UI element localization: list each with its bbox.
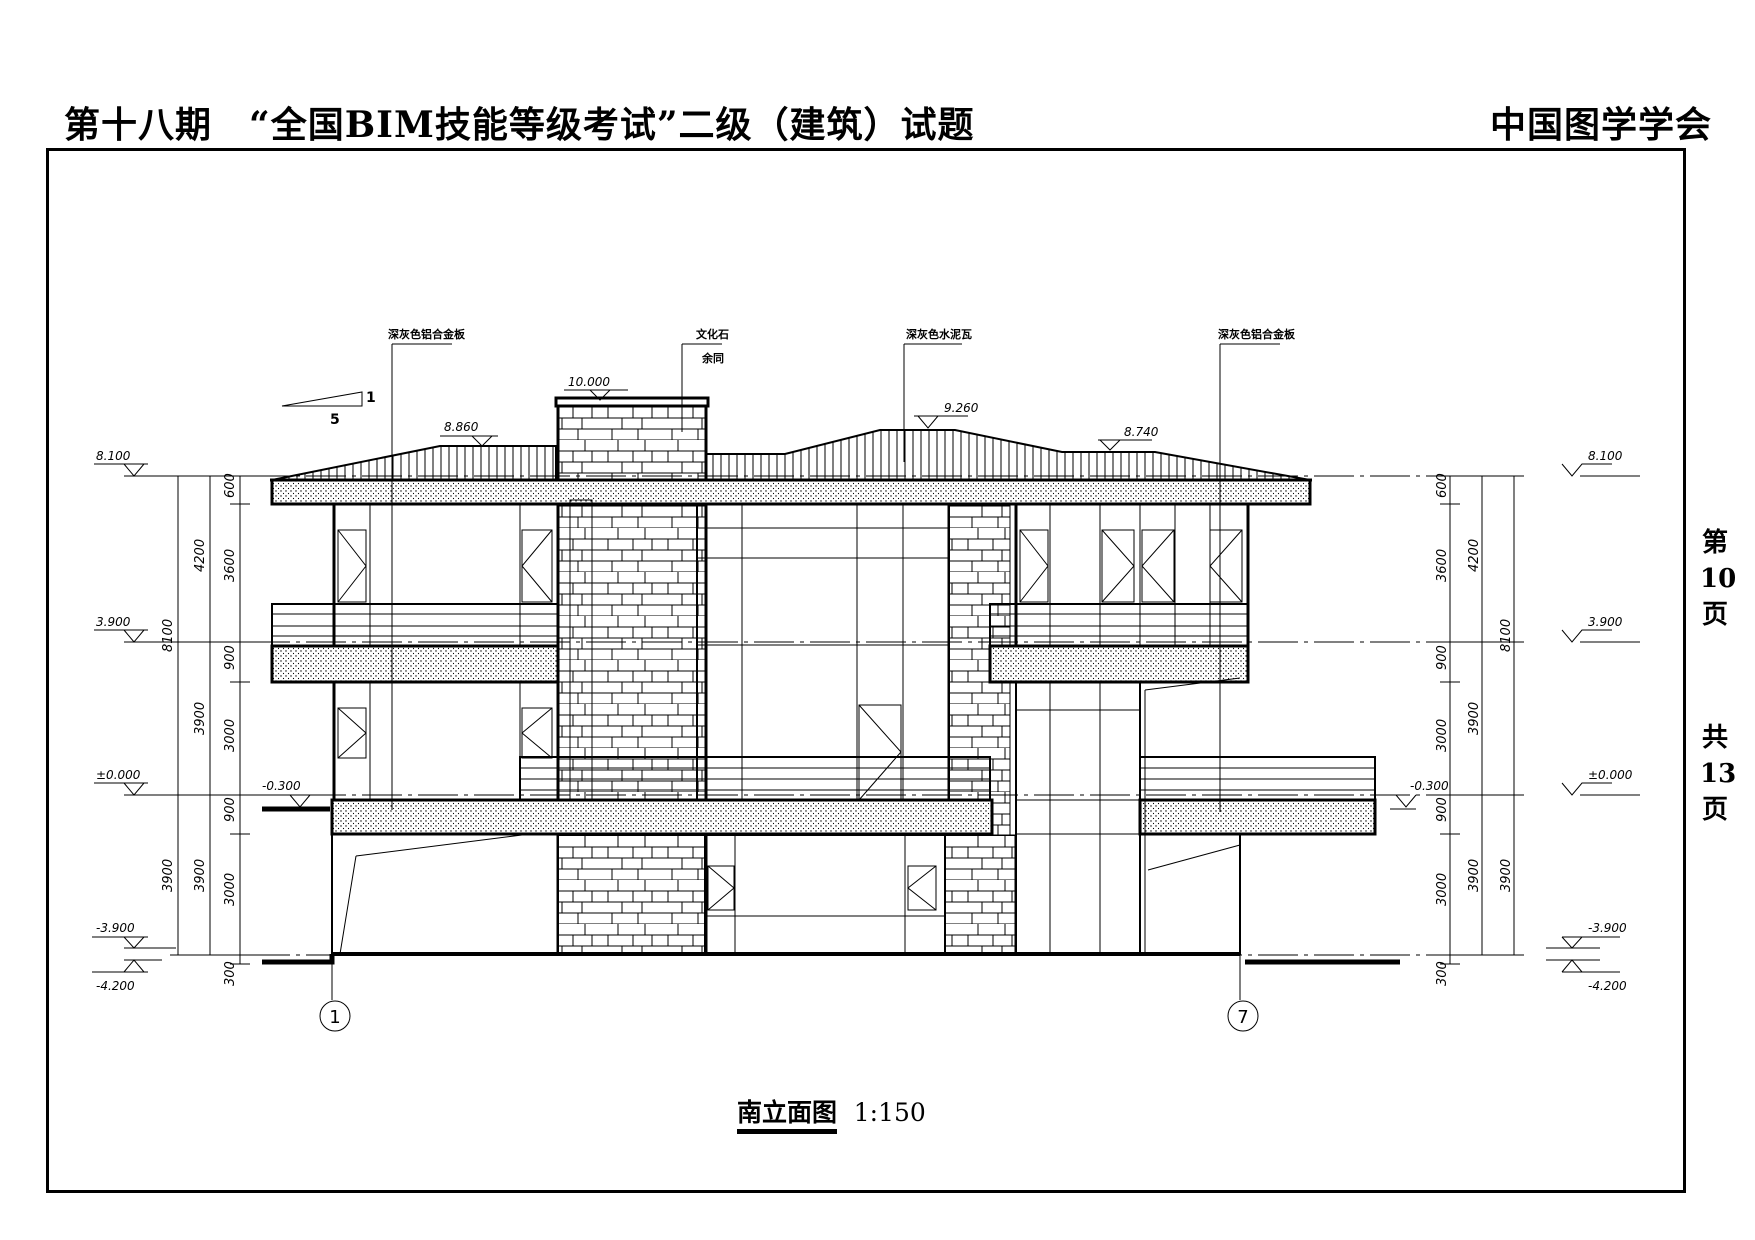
svg-text:3900: 3900 [1467, 859, 1482, 892]
svg-text:7: 7 [1237, 1007, 1248, 1028]
total-label: 共 [1701, 723, 1728, 753]
svg-text:-3.900: -3.900 [1588, 921, 1627, 935]
ground-lines [262, 806, 1400, 1000]
svg-text:3600: 3600 [223, 549, 238, 582]
svg-text:600: 600 [223, 473, 238, 498]
caption-title: 南立面图 [737, 1098, 838, 1134]
svg-text:文化石: 文化石 [696, 327, 729, 341]
svg-text:300: 300 [223, 961, 238, 986]
svg-text:3.900: 3.900 [96, 615, 131, 629]
right-dimensions: 600 3600 900 3000 900 3000 300 4200 3900… [1435, 473, 1524, 986]
svg-text:3000: 3000 [223, 873, 238, 906]
svg-text:-0.300: -0.300 [262, 779, 301, 793]
svg-text:深灰色水泥瓦: 深灰色水泥瓦 [906, 327, 972, 341]
svg-text:8100: 8100 [1499, 619, 1514, 652]
svg-text:3900: 3900 [193, 702, 208, 735]
svg-text:1: 1 [366, 390, 376, 406]
svg-text:-3.900: -3.900 [96, 921, 135, 935]
page-title: 第十八期 “全国BIM技能等级考试”二级（建筑）试题 [64, 104, 975, 146]
svg-text:3900: 3900 [1467, 702, 1482, 735]
svg-text:5: 5 [330, 412, 340, 428]
drawing-caption: 南立面图 1:150 [737, 1093, 926, 1134]
page-unit: 页 [1701, 600, 1728, 630]
svg-text:900: 900 [1435, 797, 1450, 822]
svg-text:8100: 8100 [161, 619, 176, 652]
svg-text:3900: 3900 [1499, 859, 1514, 892]
svg-text:900: 900 [223, 645, 238, 670]
page-label: 第 [1701, 528, 1728, 558]
svg-text:3000: 3000 [1435, 719, 1450, 752]
svg-text:8.100: 8.100 [1588, 449, 1623, 463]
left-level-marks: 8.100 3.900 ±0.000 -0.300 -3.900 -4.200 [92, 449, 312, 993]
svg-text:3000: 3000 [223, 719, 238, 752]
svg-text:余同: 余同 [701, 351, 724, 365]
drawing-frame [46, 148, 1686, 1193]
svg-text:±0.000: ±0.000 [1588, 768, 1633, 782]
organization-name: 中国图学学会 [1490, 104, 1713, 146]
svg-text:4200: 4200 [1467, 539, 1482, 572]
svg-text:600: 600 [1435, 473, 1450, 498]
left-dimensions: 600 3600 900 3000 900 3000 300 4200 3900… [161, 473, 250, 986]
caption-scale: 1:150 [853, 1098, 926, 1127]
svg-text:深灰色铝合金板: 深灰色铝合金板 [388, 327, 466, 341]
railings [271, 603, 1376, 801]
roof-elevation-marks: 10.000 8.860 9.260 8.740 [440, 375, 1159, 451]
svg-text:±0.000: ±0.000 [96, 768, 141, 782]
svg-text:-4.200: -4.200 [1588, 979, 1627, 993]
slope-indicator: 1 5 [281, 390, 376, 428]
right-level-marks: 8.100 3.900 ±0.000 -0.300 -3.900 -4.200 [1390, 449, 1640, 993]
svg-text:8.860: 8.860 [444, 420, 479, 434]
svg-text:8.100: 8.100 [96, 449, 131, 463]
svg-text:-0.300: -0.300 [1410, 779, 1449, 793]
svg-text:900: 900 [1435, 645, 1450, 670]
grid-axis-7: 7 [1227, 1000, 1259, 1032]
svg-text:10.000: 10.000 [568, 375, 610, 389]
windows [331, 499, 1250, 956]
grid-axis-1: 1 [319, 1000, 351, 1032]
total-unit: 页 [1701, 795, 1728, 825]
svg-text:3900: 3900 [193, 859, 208, 892]
svg-text:900: 900 [223, 797, 238, 822]
svg-text:4200: 4200 [193, 539, 208, 572]
svg-text:3900: 3900 [161, 859, 176, 892]
svg-text:-4.200: -4.200 [96, 979, 135, 993]
svg-text:3.900: 3.900 [1588, 615, 1623, 629]
level-lines [250, 475, 1440, 956]
svg-text:3000: 3000 [1435, 873, 1450, 906]
svg-text:9.260: 9.260 [944, 401, 979, 415]
svg-text:1: 1 [329, 1007, 340, 1028]
svg-text:3600: 3600 [1435, 549, 1450, 582]
svg-text:300: 300 [1435, 961, 1450, 986]
material-labels: 深灰色铝合金板 文化石 余同 深灰色水泥瓦 深灰色铝合金板 [388, 327, 1296, 812]
svg-text:8.740: 8.740 [1124, 425, 1159, 439]
svg-text:深灰色铝合金板: 深灰色铝合金板 [1218, 327, 1296, 341]
